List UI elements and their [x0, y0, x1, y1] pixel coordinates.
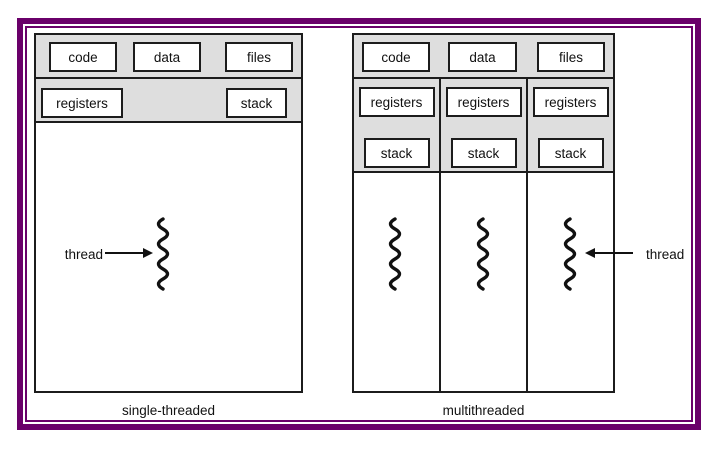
registers-stack-band: registers stack: [36, 79, 301, 123]
single-threaded-caption: single-threaded: [121, 403, 216, 418]
stack-box: stack: [537, 138, 604, 168]
registers-box: registers: [358, 87, 435, 117]
thread-column-3: registers stack: [526, 79, 613, 391]
thread-squiggle-icon: [156, 217, 170, 291]
data-box: data: [448, 42, 517, 72]
registers-box: registers: [445, 87, 522, 117]
thread-label: thread: [64, 247, 103, 262]
code-box: code: [49, 42, 117, 72]
thread-column-header: registers stack: [354, 79, 439, 173]
figure-frame-inner: [25, 26, 693, 422]
thread-column-2: registers stack: [439, 79, 526, 391]
thread-column-header: registers stack: [441, 79, 526, 173]
thread-column-1: registers stack: [354, 79, 439, 391]
code-data-files-band: code data files: [354, 35, 613, 79]
thread-column-header: registers stack: [528, 79, 613, 173]
arrow-left-icon: [585, 248, 633, 258]
figure-frame: [17, 18, 701, 430]
thread-label: thread: [646, 247, 685, 262]
thread-squiggle-icon: [388, 217, 402, 291]
files-box: files: [225, 42, 293, 72]
arrow-right-icon: [105, 248, 153, 258]
single-threaded-process-box: code data files registers stack: [34, 33, 303, 393]
multithreaded-process-box: code data files registers stack register…: [352, 33, 615, 393]
stack-box: stack: [450, 138, 517, 168]
multithreaded-caption: multithreaded: [442, 403, 525, 418]
code-data-files-band: code data files: [36, 35, 301, 79]
registers-box: registers: [41, 88, 123, 118]
code-box: code: [362, 42, 430, 72]
data-box: data: [133, 42, 201, 72]
thread-squiggle-icon: [563, 217, 577, 291]
thread-squiggle-icon: [476, 217, 490, 291]
files-box: files: [537, 42, 605, 72]
thread-columns: registers stack registers stack register…: [354, 79, 613, 391]
stack-box: stack: [226, 88, 287, 118]
stack-box: stack: [363, 138, 430, 168]
registers-box: registers: [532, 87, 609, 117]
